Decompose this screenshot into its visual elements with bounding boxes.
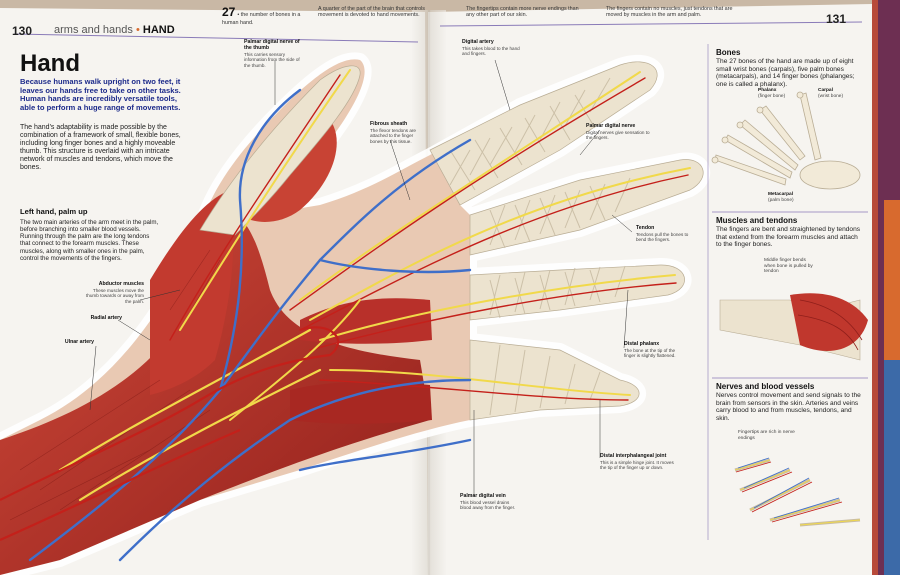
muscles-text: The fingers are bent and straightened by… [716,226,861,249]
label-palmar-nerve-thumb-title: Palmar digital nerve of the thumb [244,39,300,51]
intro-text: Because humans walk upright on two feet,… [20,77,181,113]
fact-no-muscles: The fingers contain no muscles, just ten… [606,6,733,19]
middle-finger-note: Middle finger bends when bone is pulled … [764,258,813,275]
fact-27-text: • the number of bones in a human hand. [222,12,301,26]
label-tendon-title: Tendon [636,225,655,231]
phalanx-label-sub: (finger bone) [758,93,786,99]
label-digital-artery-title: Digital artery [462,39,494,45]
phalanx-label: Phalanx (finger bone) [758,88,798,99]
label-fibrous-sheath: Fibrous sheath The flexor tendons are at… [370,121,422,144]
label-fibrous-sheath-title: Fibrous sheath [370,121,408,127]
fact-27-number: 27 [222,5,236,19]
label-radial-artery: Radial artery [78,315,122,322]
label-radial-artery-title: Radial artery [90,315,122,321]
metacarpal-label-sub: (palm bone) [768,197,794,203]
page-title: Hand [20,50,80,77]
label-palmar-nerve-thumb-text: This carries sensory information from th… [244,51,300,68]
label-palmar-vein-title: Palmar digital vein [460,493,506,499]
left-page-number: 130 [12,24,33,38]
label-ulnar-artery-title: Ulnar artery [64,339,94,345]
label-dip-joint-title: Distal interphalangeal joint [600,453,667,459]
label-digital-artery-text: This takes blood to the hand and fingers… [462,45,520,57]
nerves-text: Nerves control movement and send signals… [716,392,861,422]
phalanx-label-title: Phalanx [758,88,777,93]
fact-27: 27• the number of bones in a human hand. [222,5,312,26]
label-palmar-vein-text: This blood vessel drains blood away from… [460,499,516,511]
carpal-label: Carpal (wrist bone) [818,88,862,99]
label-distal-phalanx: Distal phalanx The bone at the tip of th… [624,341,686,359]
label-palmar-nerve-thumb: Palmar digital nerve of the thumb This c… [244,39,306,68]
label-digital-artery: Digital artery This takes blood to the h… [462,39,522,57]
label-palmar-digital-nerve-title: Palmar digital nerve [586,123,636,129]
right-page-number: 131 [826,12,847,26]
label-abductor-text: These muscles move the thumb towards or … [86,287,144,304]
metacarpal-label-title: Metacarpal [768,192,794,197]
label-abductor: Abductor muscles These muscles move the … [84,281,144,304]
metacarpal-label: Metacarpal (palm bone) [768,192,812,203]
label-abductor-title: Abductor muscles [98,281,144,287]
section-left: arms and hands [54,24,133,36]
label-palmar-digital-nerve-text: Digital nerves give sensation to the fin… [586,129,650,141]
label-distal-phalanx-title: Distal phalanx [624,341,660,347]
left-hand-heading: Left hand, palm up [20,207,88,216]
label-tendon: Tendon Tendons pull the bones to bend th… [636,225,698,243]
label-dip-joint: Distal interphalangeal joint This is a s… [600,453,678,471]
section-dot: • [135,24,140,36]
left-hand-text: The two main arteries of the arm meet in… [20,219,159,262]
nerves-heading: Nerves and blood vessels [716,382,815,391]
bones-heading: Bones [716,48,741,57]
body-text: The hand's adaptability is made possible… [20,124,181,172]
label-tendon-text: Tendons pull the bones to bend the finge… [636,231,689,243]
label-palmar-digital-nerve: Palmar digital nerve Digital nerves give… [586,123,650,141]
fingertips-note: Fingertips are rich in nerve endings [738,430,795,441]
label-distal-phalanx-text: The bone at the tip of the finger is sli… [624,347,676,359]
label-fibrous-sheath-text: The flexor tendons are attached to the f… [370,127,416,144]
section-right: HAND [142,24,175,36]
label-ulnar-artery: Ulnar artery [36,339,94,346]
carpal-label-title: Carpal [818,88,833,93]
fact-fingertips: The fingertips contain more nerve ending… [466,6,579,19]
label-dip-joint-text: This is a simple hinge joint. It moves t… [600,459,674,471]
label-palmar-vein: Palmar digital vein This blood vessel dr… [460,493,520,511]
bones-text: The 27 bones of the hand are made up of … [716,58,855,88]
muscles-heading: Muscles and tendons [716,216,798,225]
carpal-label-sub: (wrist bone) [818,93,844,99]
fact-quarter: A quarter of the part of the brain that … [318,6,425,19]
section-label: arms and hands • HAND [54,24,175,36]
